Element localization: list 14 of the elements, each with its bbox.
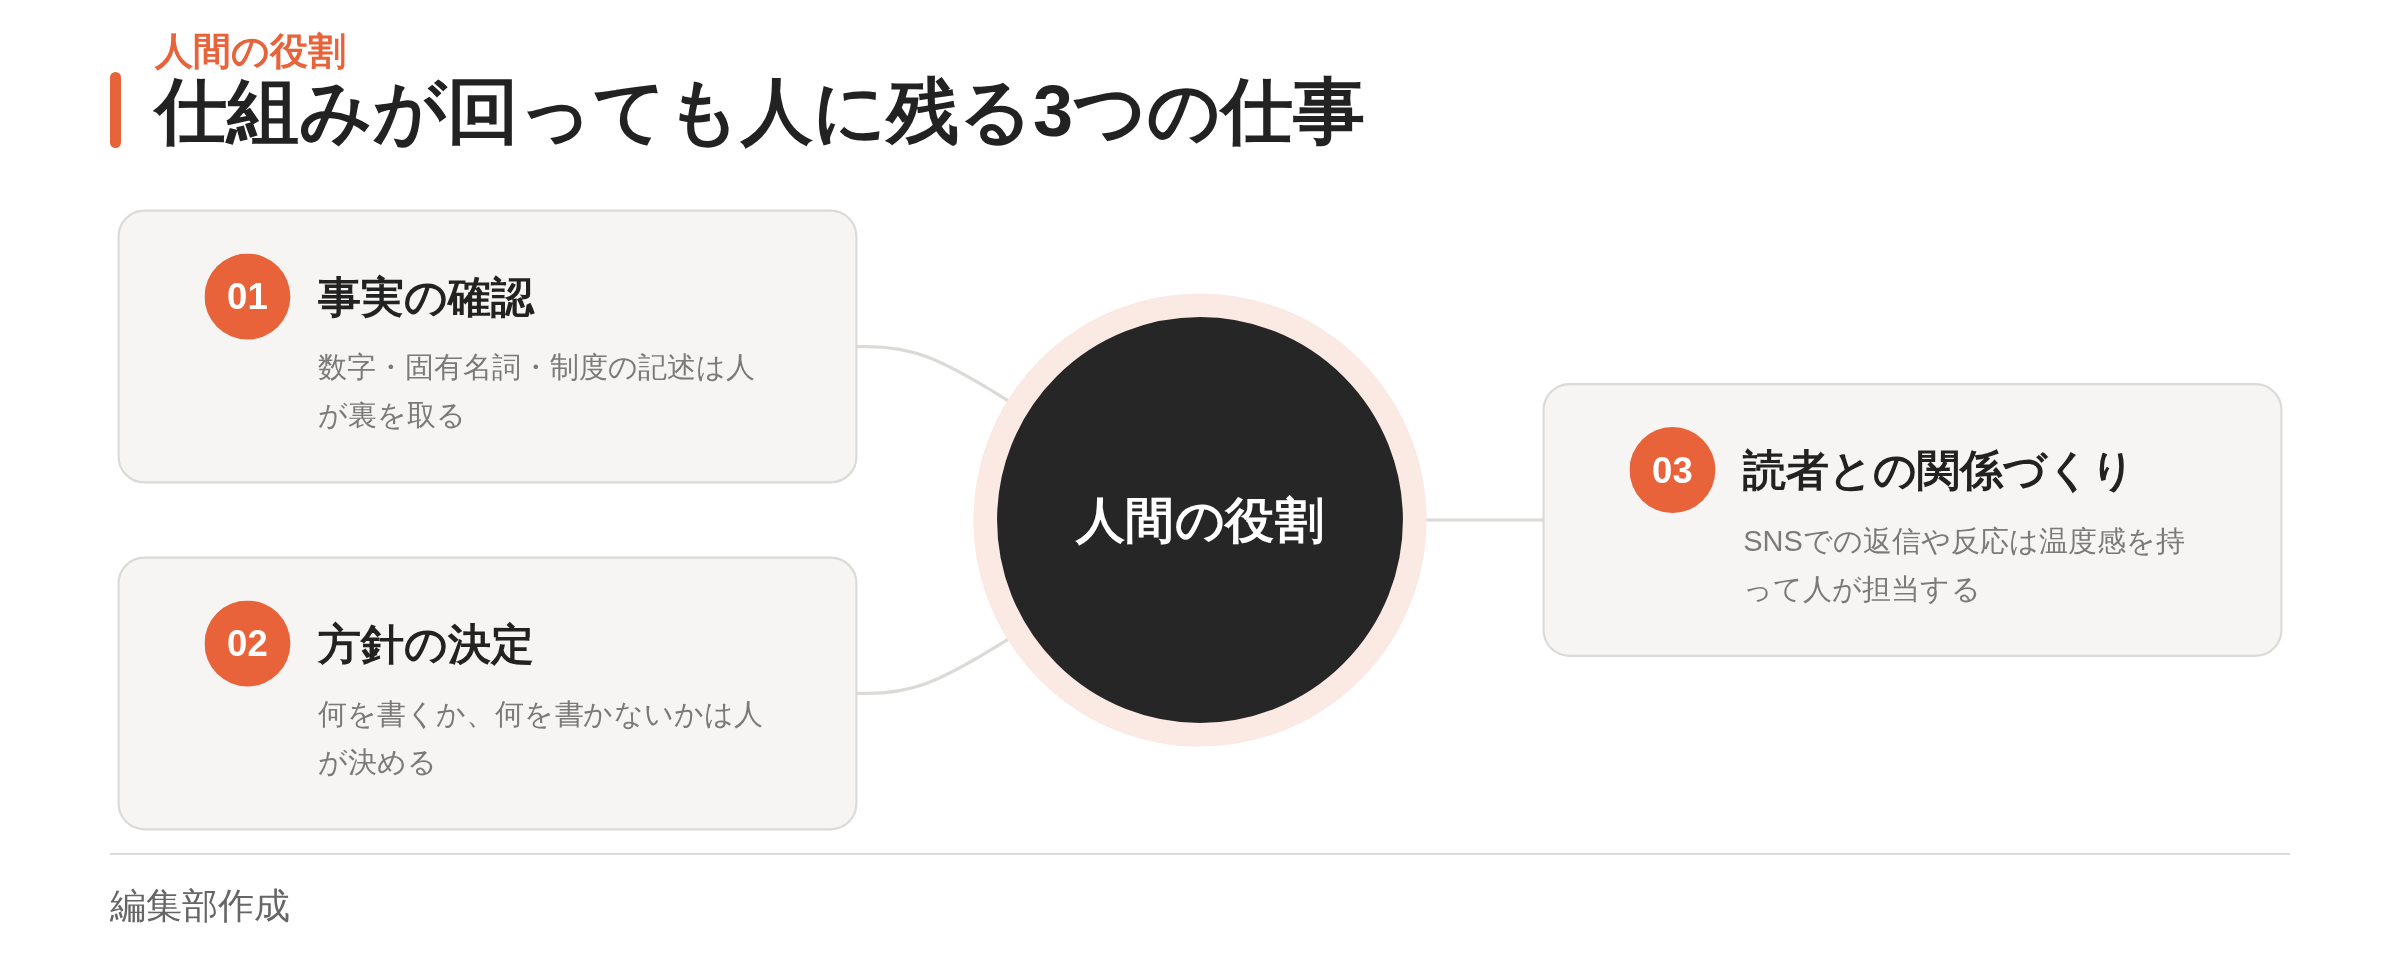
card-text: 何を書くか、何を書かないかは人が決める [318, 697, 764, 781]
title: 仕組みが回っても人に残る3つの仕事 [155, 71, 1366, 153]
source-note: 編集部作成 [110, 884, 290, 928]
node-box [117, 556, 858, 831]
card-text: SNSでの返信や反応は温度感を持って人が担当する [1743, 523, 2187, 607]
card-heading: 方針の決定 [318, 618, 535, 670]
card-heading: 読者との関係づくり [1743, 445, 2136, 496]
section-label: 人間の役割 [155, 29, 346, 74]
hub-label: 人間の役割 [1074, 490, 1325, 550]
node-circle [973, 293, 1427, 747]
card-heading: 事実の確認 [318, 271, 535, 323]
node-box [117, 209, 858, 484]
card-text: 数字・固有名詞・制度の記述は人が裏を取る [318, 350, 757, 434]
node-box [1542, 383, 2283, 657]
